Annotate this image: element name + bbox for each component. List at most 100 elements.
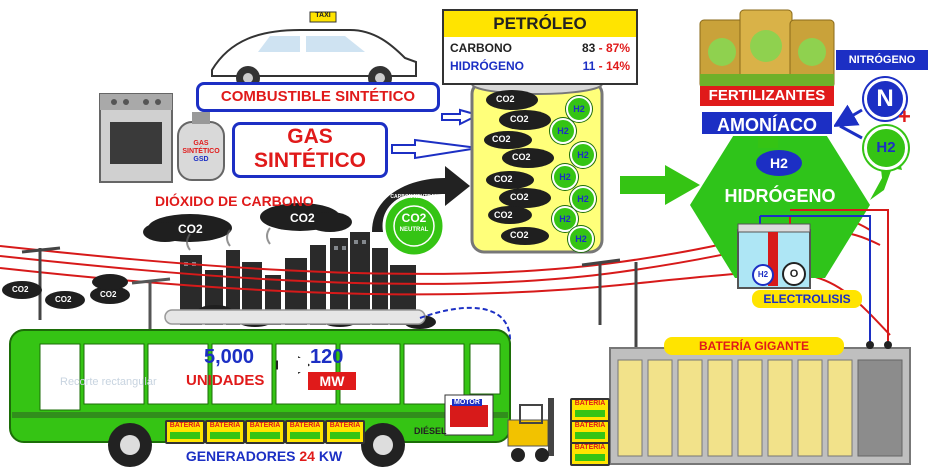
petroleo-row-sep: - — [595, 41, 606, 55]
gas-tank-line2: SINTÉTICO — [182, 148, 220, 155]
petroleo-row-hidrogeno: HIDRÓGENO 11 - 14% — [444, 57, 636, 77]
units-value: 5,000 — [204, 346, 255, 368]
dioxido-label: DIÓXIDO DE CARBONO — [155, 193, 314, 209]
bus-roof-pipe — [164, 309, 426, 325]
bateria-gigante-label: BATERÍA GIGANTE — [664, 337, 844, 355]
generadores-prefix: GENERADORES — [185, 448, 296, 464]
hydrogen-hexagon — [690, 133, 870, 278]
bus-battery: BATERIA — [165, 420, 205, 444]
co2-neutral-center: CO2 NEUTRAL — [398, 212, 430, 236]
gas-tank-label: GAS SINTÉTICO GSD — [178, 140, 224, 164]
h2-molecule-ball: H2 — [566, 96, 592, 122]
gas-sintetico-line1: GAS — [287, 125, 333, 148]
hexagon-h2-badge: H2 — [756, 150, 802, 176]
gas-sintetico-line2: SINTÉTICO — [253, 149, 366, 172]
co2-neutral-sub: NEUTRAL — [399, 227, 429, 233]
bus-battery-label: BATERIA — [169, 422, 201, 429]
forklift-battery-label: BATERIA — [574, 422, 606, 429]
forklift-battery: BATERIA — [570, 442, 610, 466]
bus-battery: BATERIA — [325, 420, 365, 444]
bus-battery-label: BATERIA — [249, 422, 281, 429]
forklift-batteries: BATERIA BATERIA BATERIA — [568, 398, 612, 466]
co2-neutral-stamp — [382, 194, 446, 258]
taxi-car — [211, 11, 417, 90]
generadores-unit: KW — [318, 448, 343, 464]
co2-molecule-label: CO2 — [512, 152, 531, 162]
giant-battery — [609, 347, 911, 465]
petroleo-row-range: 11 - 14% — [583, 59, 630, 73]
petroleo-table: PETRÓLEO CARBONO 83 - 87% HIDRÓGENO 11 -… — [442, 9, 638, 85]
nitrogeno-label: NITRÓGENO — [836, 50, 928, 70]
overlay-watermark-text: Recorte rectangular — [60, 376, 157, 388]
co2-molecule-label: CO2 — [510, 114, 529, 124]
generadores-value: 24 — [299, 448, 315, 464]
petroleo-row-from: 11 — [582, 59, 596, 73]
co2-molecule-label: CO2 — [496, 94, 515, 104]
hidrogeno-label: HIDRÓGENO — [724, 186, 836, 206]
bus-battery: BATERIA — [245, 420, 285, 444]
h2-molecule-ball: H2 — [570, 186, 596, 212]
co2-cloud-label: CO2 — [290, 211, 315, 225]
h2-molecule-ball: H2 — [550, 118, 576, 144]
petroleo-title: PETRÓLEO — [444, 11, 636, 37]
co2-cloud-label: CO2 — [55, 295, 72, 304]
petroleo-row-from: 83 — [581, 41, 596, 55]
electrolisis-label: ELECTROLISIS — [752, 290, 862, 308]
co2-molecule-label: CO2 — [510, 230, 529, 240]
amoniaco-label: AMONÍACO — [700, 110, 834, 136]
diesel-label: DIÉSEL — [414, 426, 447, 436]
co2-molecule-label: CO2 — [492, 134, 511, 144]
stove — [99, 93, 173, 183]
co2-molecule-label: CO2 — [494, 210, 513, 220]
petroleo-row-to: 14% — [605, 59, 630, 73]
power-value: 120 — [310, 346, 344, 368]
h2-molecule-ball: H2 — [568, 226, 594, 252]
co2-cloud-label: CO2 — [178, 222, 203, 236]
gas-sintetico-label: GAS SINTÉTICO — [232, 122, 388, 178]
petroleo-row-sep: - — [595, 59, 606, 73]
forklift-battery-label: BATERIA — [574, 444, 606, 451]
forklift-battery: BATERIA — [570, 398, 610, 422]
forklift-battery-label: BATERIA — [574, 400, 606, 407]
forklift — [507, 398, 554, 462]
co2-cloud-label: CO2 — [100, 290, 117, 299]
power-unit: MW — [308, 372, 356, 390]
bus-battery-label: BATERIA — [209, 422, 241, 429]
units-label: UNIDADES — [186, 372, 265, 389]
electrolysis-h2-bubble: H2 — [752, 264, 774, 286]
black-curved-arrow — [372, 166, 470, 232]
hydrogen-ball: H2 — [864, 126, 908, 170]
gas-tank-line1: GAS — [193, 140, 209, 147]
bus-battery: BATERIA — [285, 420, 325, 444]
bus-batteries: BATERIA BATERIA BATERIA BATERIA BATERIA — [165, 420, 365, 446]
co2-neutral-ring: CARBON NEUTRAL — [390, 194, 438, 200]
blue-outline-arrows — [391, 108, 481, 160]
petroleo-row-name: CARBONO — [450, 41, 512, 55]
h2-molecule-ball: H2 — [552, 164, 578, 190]
taxi-roof-label: TAXI — [315, 12, 331, 19]
petroleo-row-range: 83 - 87% — [582, 41, 630, 55]
forklift-battery: BATERIA — [570, 420, 610, 444]
petroleo-row-carbono: CARBONO 83 - 87% — [444, 37, 636, 57]
electrolysis-o-bubble: O — [782, 262, 806, 286]
combustible-sintetico-label: COMBUSTIBLE SINTÉTICO — [196, 82, 440, 112]
bus-battery-label: BATERIA — [289, 422, 321, 429]
fertilizer-bags — [699, 9, 835, 89]
plus-sign: + — [898, 104, 911, 129]
gas-tank-brand: GSD — [193, 156, 209, 163]
fertilizantes-label: FERTILIZANTES — [700, 86, 834, 106]
bus — [9, 329, 511, 443]
co2-cloud-label: CO2 — [12, 285, 29, 294]
co2-molecule-label: CO2 — [510, 192, 529, 202]
generadores-label: GENERADORES 24 KW — [150, 446, 378, 466]
nitrogen-ball: N — [864, 78, 906, 120]
gas-tank — [177, 112, 225, 181]
h2-molecule-ball: H2 — [570, 142, 596, 168]
petroleo-row-name: HIDRÓGENO — [450, 59, 525, 73]
petroleo-row-to: 87% — [605, 41, 630, 55]
co2-molecule-label: CO2 — [494, 174, 513, 184]
bus-wheels — [108, 423, 405, 467]
